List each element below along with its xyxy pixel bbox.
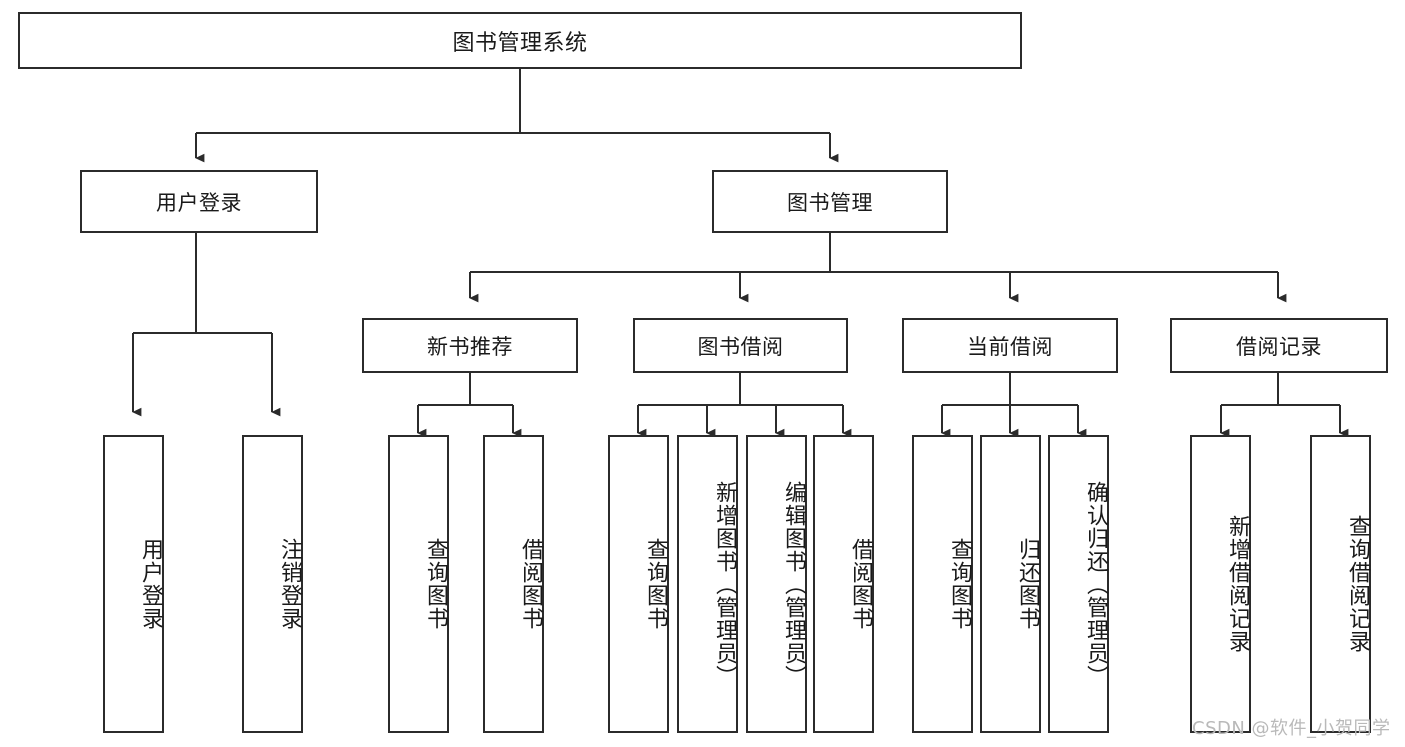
node-label: 查询图书	[643, 538, 668, 630]
leaf-query-books-new[interactable]: 查询图书	[388, 435, 449, 733]
node-label: 归还图书	[1015, 538, 1040, 630]
node-label: 确认归还（管理员）	[1083, 480, 1108, 688]
leaf-borrow-books-new[interactable]: 借阅图书	[483, 435, 544, 733]
node-label: 图书管理系统	[452, 30, 588, 56]
node-label: 用户登录	[156, 190, 242, 215]
node-label: 图书管理	[787, 190, 873, 215]
node-borrowing-records[interactable]: 借阅记录	[1170, 318, 1388, 373]
node-label: 借阅图书	[518, 538, 543, 630]
node-user-login[interactable]: 用户登录	[80, 170, 318, 233]
node-label: 借阅图书	[848, 538, 873, 630]
leaf-query-borrowing-record[interactable]: 查询借阅记录	[1310, 435, 1371, 733]
node-label: 查询图书	[423, 538, 448, 630]
node-label: 当前借阅	[967, 334, 1053, 359]
leaf-confirm-return-admin[interactable]: 确认归还（管理员）	[1048, 435, 1109, 733]
leaf-logout[interactable]: 注销登录	[242, 435, 303, 733]
leaf-edit-book-admin[interactable]: 编辑图书（管理员）	[746, 435, 807, 733]
node-label: 新书推荐	[427, 334, 513, 359]
leaf-query-books-current[interactable]: 查询图书	[912, 435, 973, 733]
leaf-add-book-admin[interactable]: 新增图书（管理员）	[677, 435, 738, 733]
node-current-borrowing[interactable]: 当前借阅	[902, 318, 1118, 373]
node-label: 查询借阅记录	[1345, 515, 1370, 653]
leaf-query-books-borrow[interactable]: 查询图书	[608, 435, 669, 733]
leaf-add-borrowing-record[interactable]: 新增借阅记录	[1190, 435, 1251, 733]
node-label: 查询图书	[947, 538, 972, 630]
node-label: 编辑图书（管理员）	[781, 480, 806, 688]
node-label: 新增图书（管理员）	[712, 480, 737, 688]
leaf-return-books[interactable]: 归还图书	[980, 435, 1041, 733]
node-label: 图书借阅	[697, 334, 784, 359]
node-label: 借阅记录	[1236, 334, 1322, 359]
leaf-user-login[interactable]: 用户登录	[103, 435, 164, 733]
leaf-borrow-books[interactable]: 借阅图书	[813, 435, 874, 733]
node-book-borrowing[interactable]: 图书借阅	[633, 318, 848, 373]
node-label: 用户登录	[138, 538, 163, 630]
node-label: 新增借阅记录	[1225, 515, 1250, 653]
node-book-management[interactable]: 图书管理	[712, 170, 948, 233]
node-new-book-recommendation[interactable]: 新书推荐	[362, 318, 578, 373]
csdn-watermark: CSDN @软件_小贺同学	[1192, 718, 1391, 739]
node-root-book-management-system[interactable]: 图书管理系统	[18, 12, 1022, 69]
node-label: 注销登录	[277, 538, 302, 630]
